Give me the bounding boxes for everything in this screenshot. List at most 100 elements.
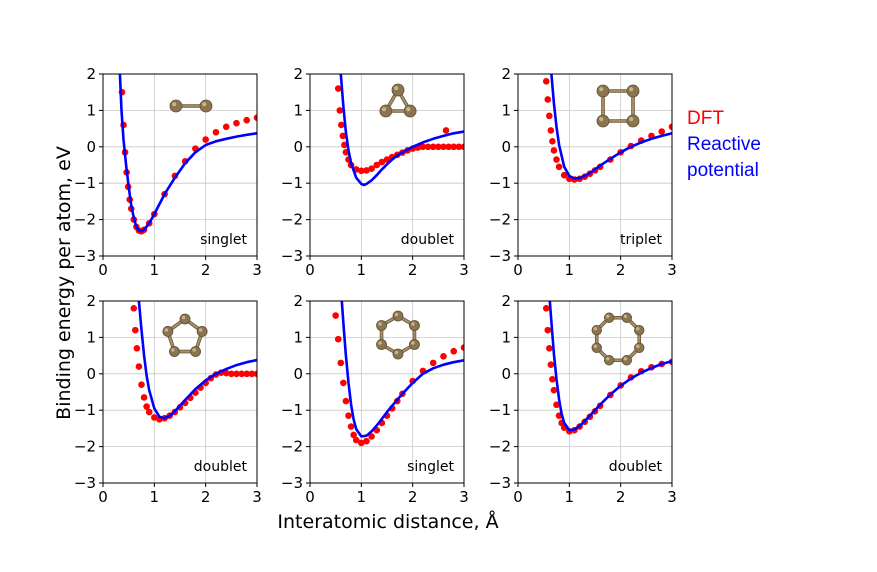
y-tick-label: 0 — [86, 138, 96, 156]
dft-point — [212, 128, 220, 136]
dft-point — [440, 143, 447, 151]
atom — [409, 320, 420, 331]
x-tick-label: 1 — [150, 488, 160, 506]
spin-state-label: doublet — [609, 459, 663, 475]
dft-point — [445, 143, 452, 151]
atom — [392, 348, 404, 360]
dft-point — [238, 370, 245, 378]
dft-point — [368, 433, 375, 440]
y-tick-label: 2 — [293, 292, 303, 310]
x-tick-label: 1 — [565, 488, 575, 506]
dft-point — [228, 370, 235, 378]
y-tick-label: −2 — [74, 211, 96, 229]
panels: 0 1 2 3 2 1 0 −1 −2 −3 singlet 0 1 2 3 2 1 0 −1 −2 −3 doublet… — [74, 65, 677, 506]
legend-entry-reactive-line-1: Reactive — [687, 134, 761, 155]
atom-highlight — [623, 314, 628, 318]
x-tick-label: 2 — [201, 261, 211, 279]
dft-point — [547, 361, 555, 369]
x-tick-label: 0 — [305, 261, 315, 279]
atom-highlight — [164, 328, 169, 332]
dft-point — [140, 394, 148, 401]
atom — [162, 326, 174, 337]
atom — [376, 320, 387, 331]
atom-highlight — [381, 107, 387, 112]
dft-point — [133, 345, 141, 352]
dft-point — [560, 171, 568, 179]
x-tick-label: 1 — [565, 261, 575, 279]
dft-point — [450, 143, 458, 151]
plot-area — [334, 74, 464, 187]
dft-point — [358, 439, 365, 447]
atom — [626, 114, 640, 128]
y-tick-label: 0 — [86, 365, 96, 383]
dft-point — [339, 132, 347, 140]
x-tick-label: 2 — [616, 261, 626, 279]
plot-area — [118, 74, 257, 235]
panel-frame — [102, 73, 258, 257]
x-tick-label: 1 — [357, 261, 367, 279]
y-tick-label: 2 — [501, 65, 511, 83]
plot-area — [542, 74, 672, 183]
y-tick-label: 1 — [86, 101, 96, 119]
dft-point — [363, 167, 370, 174]
plot-area — [130, 301, 257, 423]
atom — [190, 346, 201, 357]
x-tick-label: 1 — [150, 261, 160, 279]
dft-point — [233, 370, 240, 378]
atom — [199, 99, 213, 113]
y-tick-label: −1 — [489, 401, 511, 419]
atom-highlight — [606, 357, 610, 361]
y-tick-label: 0 — [293, 365, 303, 383]
atom — [626, 84, 640, 98]
dft-point — [347, 423, 355, 430]
atom-highlight — [181, 315, 186, 320]
dft-point — [337, 359, 345, 367]
y-tick-label: −3 — [281, 474, 303, 492]
atom-highlight — [394, 350, 399, 355]
dft-point — [336, 107, 344, 114]
atom — [403, 104, 417, 118]
panel-frame — [517, 300, 673, 484]
y-tick-label: −1 — [281, 401, 303, 419]
plot-area — [332, 301, 464, 447]
atom-highlight — [171, 348, 175, 352]
dft-point — [341, 141, 348, 149]
dft-point — [138, 381, 145, 389]
atom-highlight — [394, 312, 399, 317]
dft-point — [460, 344, 464, 351]
atom-highlight — [636, 327, 640, 331]
spin-state-label: singlet — [407, 459, 454, 475]
dft-point — [546, 112, 553, 120]
atom-highlight — [198, 328, 203, 332]
x-tick-label: 0 — [305, 488, 315, 506]
x-tick-label: 2 — [616, 488, 626, 506]
dft-point — [442, 127, 450, 134]
x-tick-label: 3 — [667, 488, 677, 506]
dft-point — [352, 436, 360, 444]
panel-frame — [309, 300, 465, 484]
y-tick-label: 1 — [501, 101, 511, 119]
plot-area — [542, 301, 672, 435]
dft-point — [378, 158, 386, 166]
atom — [391, 83, 405, 97]
y-tick-label: −3 — [489, 247, 511, 265]
atom — [603, 355, 615, 366]
dft-point — [435, 143, 442, 151]
atom-highlight — [636, 344, 640, 349]
atom — [591, 324, 602, 336]
y-axis-label: Binding energy per atom, eV — [53, 146, 75, 420]
dft-point — [542, 304, 550, 312]
y-tick-label: −2 — [489, 211, 511, 229]
x-tick-label: 2 — [408, 261, 418, 279]
dft-point — [243, 116, 251, 124]
legend: DFT Reactive potential — [687, 108, 761, 181]
x-tick-label: 3 — [459, 261, 469, 279]
y-tick-label: −3 — [74, 474, 96, 492]
hexagon-hexamer-icon — [376, 310, 420, 360]
y-tick-label: 2 — [293, 65, 303, 83]
atom — [634, 324, 645, 336]
panel-frame — [517, 73, 673, 257]
